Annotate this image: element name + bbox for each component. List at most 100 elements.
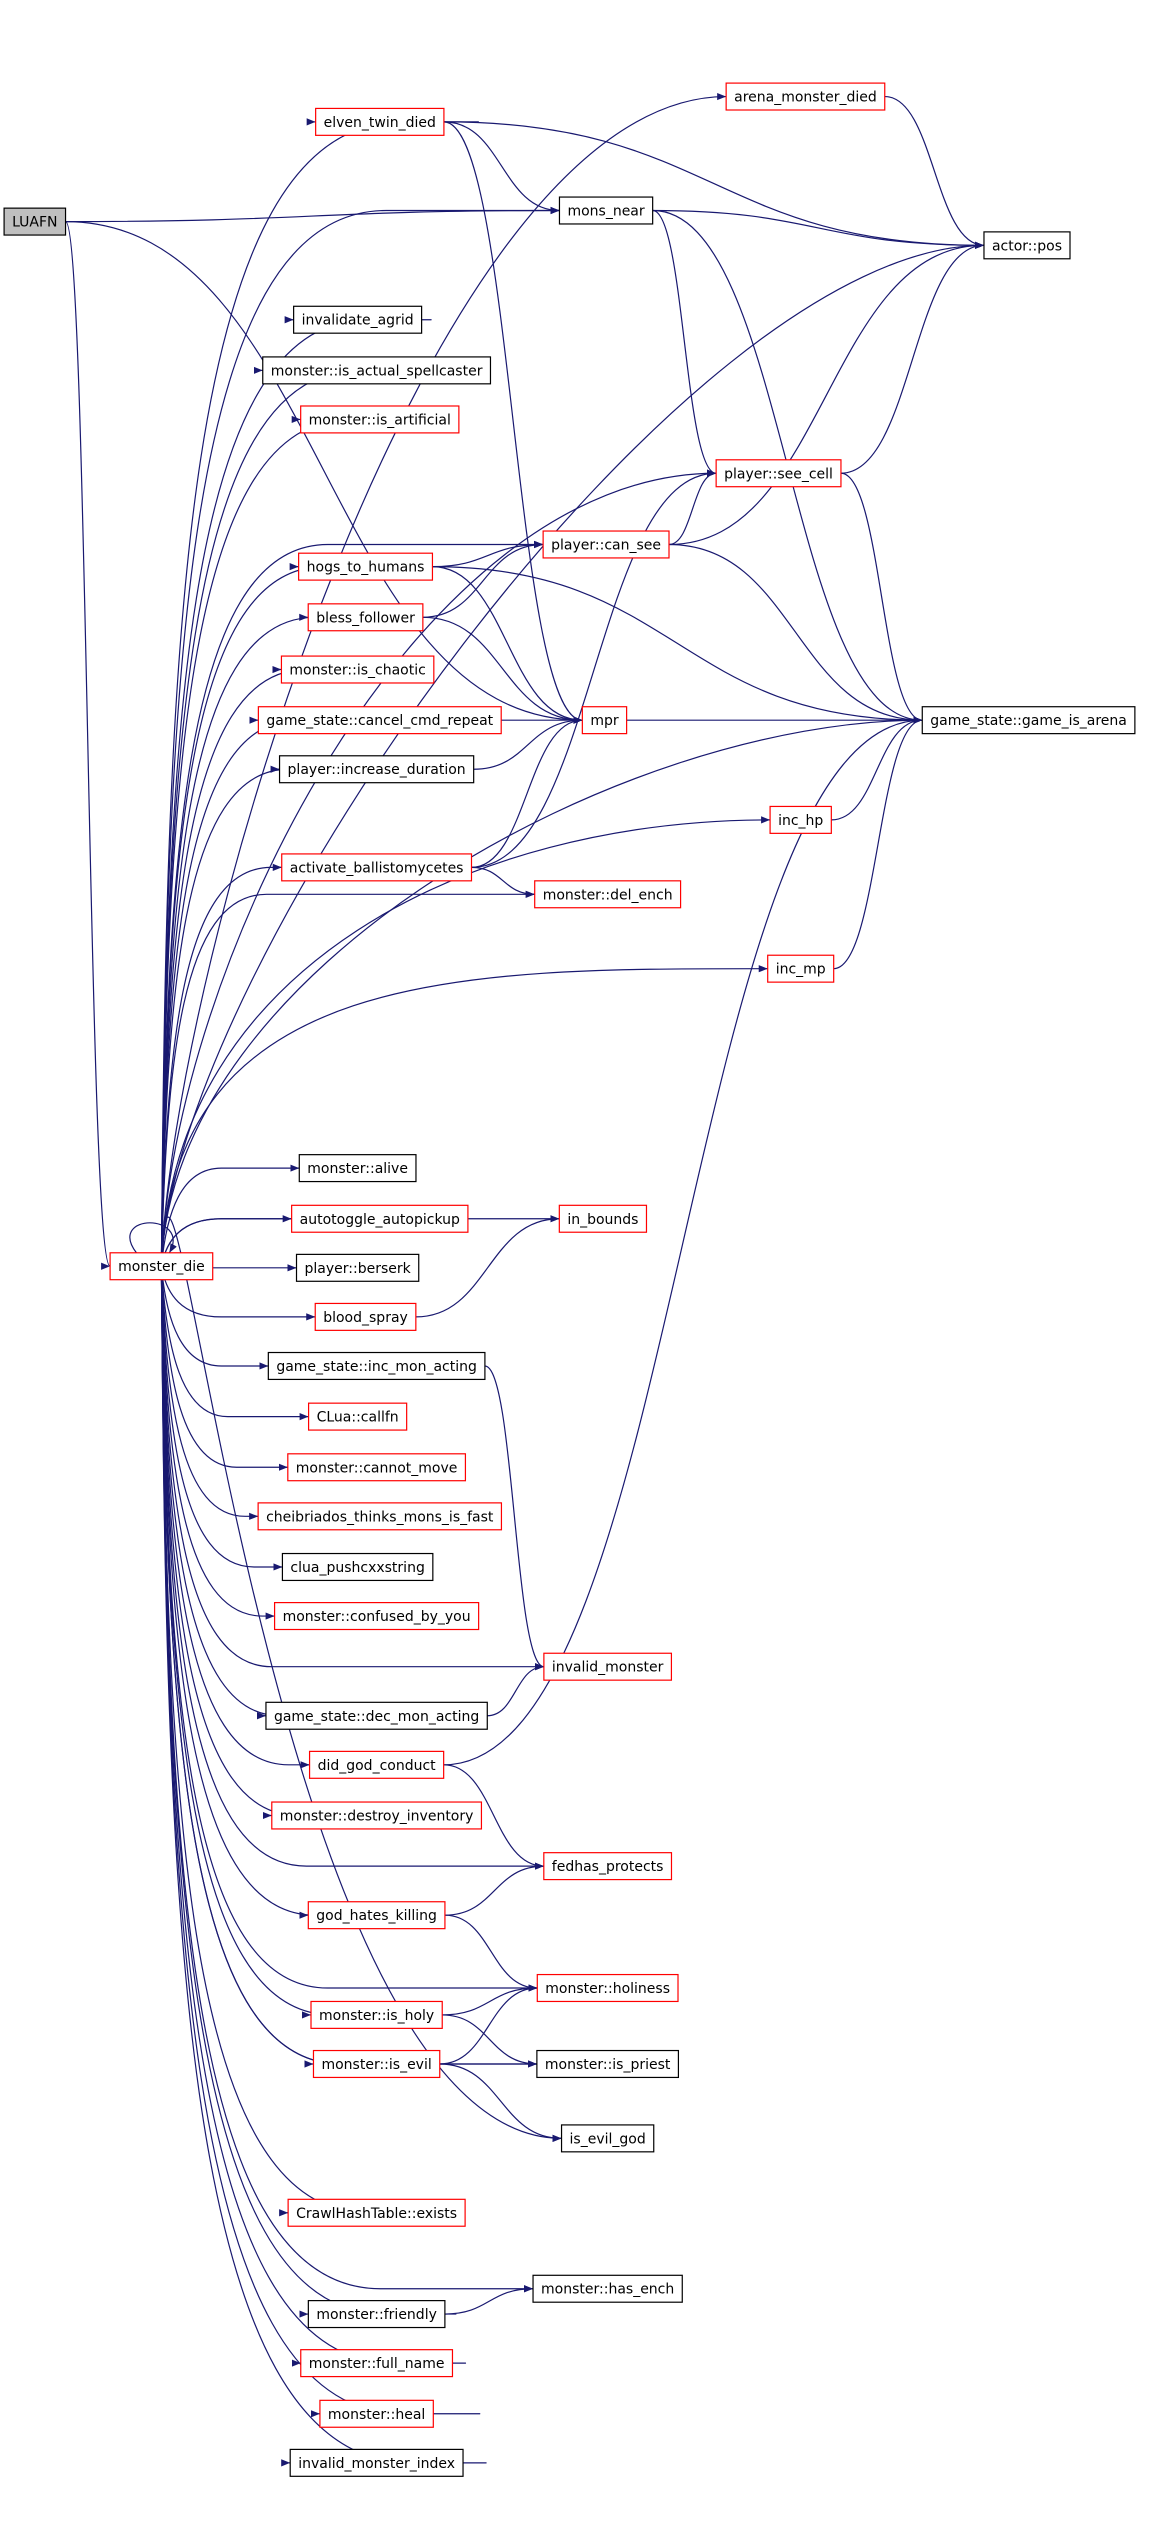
node-see-cell[interactable]: player::see_cell xyxy=(715,459,842,488)
edge-dec-mon-acting-to-invalid-monster xyxy=(487,1663,544,1717)
node-inc-hp[interactable]: inc_hp xyxy=(769,805,832,834)
node-box xyxy=(532,2274,683,2303)
node-box xyxy=(542,530,670,559)
node-god-hates-killing[interactable]: god_hates_killing xyxy=(307,1901,446,1930)
node-did-god-conduct[interactable]: did_god_conduct xyxy=(308,1750,445,1779)
node-box xyxy=(536,1973,679,2003)
node-hogs-to-humans[interactable]: hogs_to_humans xyxy=(298,552,434,581)
edge-hogs-to-humans-to-mpr xyxy=(432,566,583,724)
edge-can-see-to-game-is-arena xyxy=(669,543,923,724)
node-holiness[interactable]: monster::holiness xyxy=(536,1973,679,2003)
node-autotoggle-autopickup[interactable]: autotoggle_autopickup xyxy=(291,1204,469,1233)
node-label: did_god_conduct xyxy=(318,1758,437,1774)
node-label: clua_pushcxxstring xyxy=(290,1560,424,1576)
node-can-see[interactable]: player::can_see xyxy=(542,530,670,559)
node-inc-mon-acting[interactable]: game_state::inc_mon_acting xyxy=(267,1351,486,1381)
node-label: monster::heal xyxy=(328,2407,425,2423)
node-berserk[interactable]: player::berserk xyxy=(295,1253,420,1282)
node-box xyxy=(560,2124,655,2153)
node-clua-pushcxxstring[interactable]: clua_pushcxxstring xyxy=(281,1552,434,1582)
node-actor-pos[interactable]: actor::pos xyxy=(983,231,1071,260)
edge-monster-die-to-heal xyxy=(160,1266,481,2418)
node-mpr[interactable]: mpr xyxy=(581,706,628,735)
edge-elven-twin-died-to-mpr xyxy=(443,121,583,724)
edge-monster-die-to-dec-mon-acting xyxy=(160,1266,318,1720)
edge-monster-die-to-fedhas-protects xyxy=(160,1266,544,1870)
edge-hogs-to-humans-to-game-is-arena xyxy=(432,566,923,724)
node-label: monster::has_ench xyxy=(541,2282,674,2298)
node-full-name[interactable]: monster::full_name xyxy=(300,2349,454,2378)
edge-elven-twin-died-to-actor-pos xyxy=(443,121,984,249)
edge-monster-die-to-invalidate-agrid xyxy=(160,316,432,1267)
node-has-ench[interactable]: monster::has_ench xyxy=(532,2274,683,2303)
node-cannot-move[interactable]: monster::cannot_move xyxy=(287,1453,467,1482)
edge-monster-die-to-activate-ballistomycetes xyxy=(160,863,311,1267)
edge-monster-die-to-cannot-move xyxy=(160,1266,288,1471)
edge-activate-ballistomycetes-to-see-cell xyxy=(471,469,717,868)
node-blood-spray[interactable]: blood_spray xyxy=(314,1302,417,1331)
node-is-artificial[interactable]: monster::is_artificial xyxy=(300,405,460,434)
node-box xyxy=(767,954,835,983)
node-label: monster_die xyxy=(118,1259,205,1275)
edge-see-cell-to-game-is-arena xyxy=(840,472,923,724)
node-activate-ballistomycetes[interactable]: activate_ballistomycetes xyxy=(281,853,473,882)
node-label: arena_monster_died xyxy=(734,90,877,106)
node-mons-near[interactable]: mons_near xyxy=(558,196,654,225)
edge-monster-die-to-cheibriados xyxy=(160,1266,273,1520)
node-confused-by-you[interactable]: monster::confused_by_you xyxy=(273,1601,480,1631)
node-dec-mon-acting[interactable]: game_state::dec_mon_acting xyxy=(265,1701,488,1730)
node-label: mons_near xyxy=(567,204,644,220)
node-label: monster::alive xyxy=(307,1161,408,1177)
node-elven-twin-died[interactable]: elven_twin_died xyxy=(315,107,445,136)
node-is-evil[interactable]: monster::is_evil xyxy=(312,2049,441,2079)
node-monster-die[interactable]: monster_die xyxy=(109,1252,214,1281)
node-heal[interactable]: monster::heal xyxy=(319,2399,434,2428)
node-del-ench[interactable]: monster::del_ench xyxy=(534,880,682,909)
node-is-evil-god[interactable]: is_evil_god xyxy=(560,2124,655,2153)
node-bless-follower[interactable]: bless_follower xyxy=(307,603,424,632)
node-is-actual-spellcaster[interactable]: monster::is_actual_spellcaster xyxy=(262,356,492,385)
node-increase-duration[interactable]: player::increase_duration xyxy=(278,755,475,784)
edge-monster-die-to-inc-hp xyxy=(160,816,771,1267)
node-label: game_state::cancel_cmd_repeat xyxy=(266,713,493,729)
edge-is-holy-to-holiness xyxy=(442,1984,538,2016)
node-label: player::berserk xyxy=(305,1261,412,1277)
node-label: in_bounds xyxy=(567,1212,638,1228)
node-cancel-cmd-repeat[interactable]: game_state::cancel_cmd_repeat xyxy=(257,706,502,735)
node-game-is-arena[interactable]: game_state::game_is_arena xyxy=(921,706,1136,735)
edge-is-evil-to-holiness xyxy=(439,1984,538,2065)
node-cheibriados[interactable]: cheibriados_thinks_mons_is_fast xyxy=(257,1502,503,1531)
node-invalid-monster[interactable]: invalid_monster xyxy=(543,1652,673,1681)
node-label: monster::is_artificial xyxy=(309,412,451,428)
node-arena-monster-died[interactable]: arena_monster_died xyxy=(725,82,886,111)
node-inc-mp[interactable]: inc_mp xyxy=(767,954,835,983)
node-friendly[interactable]: monster::friendly xyxy=(307,2300,446,2329)
node-hash-exists[interactable]: CrawlHashTable::exists xyxy=(287,2198,466,2227)
node-luafn[interactable]: LUAFN xyxy=(3,207,67,236)
node-label: monster::is_holy xyxy=(319,2008,434,2024)
node-invalid-monster-index[interactable]: invalid_monster_index xyxy=(289,2448,464,2477)
node-box xyxy=(273,1601,480,1631)
edge-mons-near-to-actor-pos xyxy=(652,209,984,249)
node-is-chaotic[interactable]: monster::is_chaotic xyxy=(280,655,435,684)
node-in-bounds[interactable]: in_bounds xyxy=(558,1204,648,1233)
node-is-priest[interactable]: monster::is_priest xyxy=(536,2049,680,2079)
node-destroy-inventory[interactable]: monster::destroy_inventory xyxy=(271,1801,483,1830)
node-box xyxy=(278,755,475,784)
node-box xyxy=(307,603,424,632)
node-label: player::can_see xyxy=(551,537,661,553)
node-is-holy[interactable]: monster::is_holy xyxy=(310,2000,443,2029)
node-box xyxy=(293,305,423,334)
node-box xyxy=(536,2049,680,2079)
node-callfn[interactable]: CLua::callfn xyxy=(307,1402,408,1431)
edge-god-hates-killing-to-holiness xyxy=(444,1914,538,1992)
edge-monster-die-to-inc-mon-acting xyxy=(160,1266,269,1370)
node-fedhas-protects[interactable]: fedhas_protects xyxy=(543,1852,673,1881)
edge-see-cell-to-actor-pos xyxy=(840,241,984,474)
edge-bless-follower-to-can-see xyxy=(422,540,544,618)
node-box xyxy=(300,405,460,434)
node-invalidate-agrid[interactable]: invalidate_agrid xyxy=(293,305,423,334)
node-alive[interactable]: monster::alive xyxy=(298,1154,417,1183)
node-label: monster::is_priest xyxy=(545,2057,671,2073)
